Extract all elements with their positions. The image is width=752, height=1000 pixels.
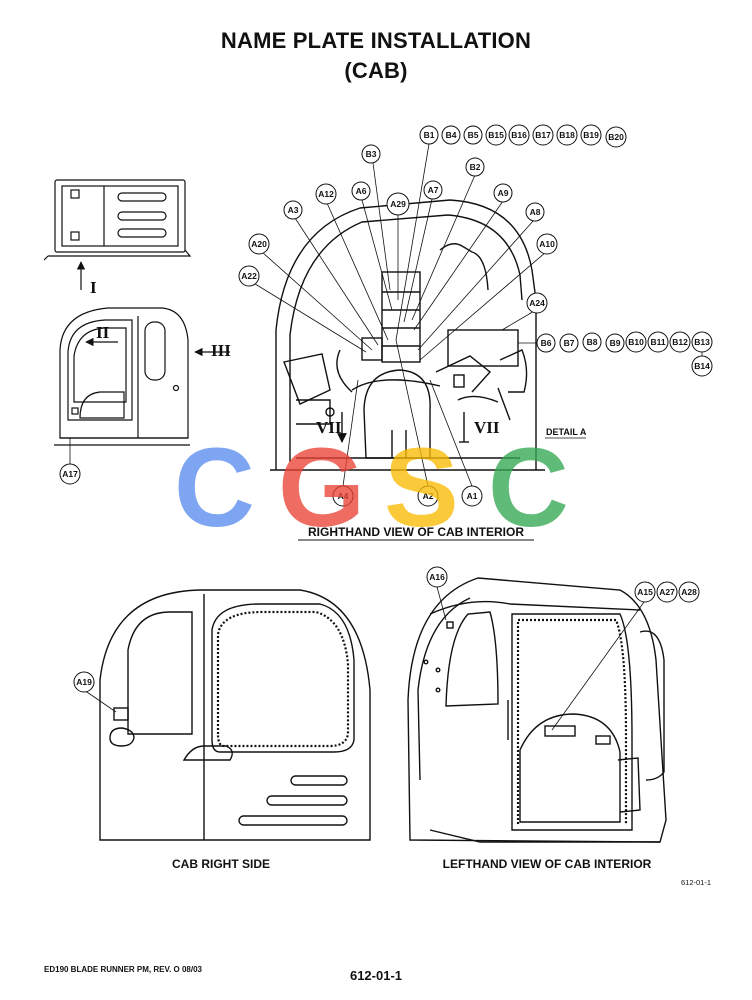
callout-b10: B10 (628, 337, 644, 347)
callout-b2: B2 (470, 162, 481, 172)
page-subtitle: (CAB) (344, 58, 408, 83)
callout-b13: B13 (694, 337, 710, 347)
callout-b20: B20 (608, 132, 624, 142)
callout-a19: A19 (76, 677, 92, 687)
callout-a27: A27 (659, 587, 675, 597)
callouts-top-row: B1 B4 B5 B15 B16 B17 B18 B19 B20 (419, 124, 627, 148)
callout-a6: A6 (356, 186, 367, 196)
callout-b17: B17 (535, 130, 551, 140)
caption-righthand-view: RIGHTHAND VIEW OF CAB INTERIOR (308, 525, 524, 539)
callouts-individual: B3 B2 A29 A7 A6 A12 A3 A9 A8 A10 A20 A22… (59, 144, 558, 507)
callout-a16: A16 (429, 572, 445, 582)
callout-b4: B4 (446, 130, 457, 140)
cab-small-side-view (54, 307, 190, 446)
watermark-letter-g: G (278, 425, 365, 550)
watermark-letter-s: S (384, 425, 459, 550)
callout-a20: A20 (251, 239, 267, 249)
caption-lefthand-view: LEFTHAND VIEW OF CAB INTERIOR (443, 857, 652, 871)
callout-a22: A22 (241, 271, 257, 281)
callout-b12: B12 (672, 337, 688, 347)
callout-a15: A15 (637, 587, 653, 597)
watermark: C G S C (174, 425, 569, 550)
page-title: NAME PLATE INSTALLATION (220, 28, 532, 53)
callout-b7: B7 (564, 338, 575, 348)
callout-a2: A2 (423, 491, 434, 501)
callout-b15: B15 (488, 130, 504, 140)
figure-reference: 612-01-1 (681, 878, 712, 887)
callout-a9: A9 (498, 188, 509, 198)
footer-page-number: 612-01-1 (349, 968, 403, 983)
callout-b16: B16 (511, 130, 527, 140)
callout-b3: B3 (366, 149, 377, 159)
callout-b1: B1 (424, 130, 435, 140)
callout-b8: B8 (587, 337, 598, 347)
callout-a12: A12 (318, 189, 334, 199)
cab-interior-lefthand-view (407, 577, 667, 843)
callout-b18: B18 (559, 130, 575, 140)
arrow-ii-label: II (96, 323, 110, 342)
callout-b9: B9 (610, 338, 621, 348)
callout-b19: B19 (583, 130, 599, 140)
callout-b5: B5 (468, 130, 479, 140)
callout-a24: A24 (529, 298, 545, 308)
footer-manual-name: ED190 BLADE RUNNER PM, REV. O 08/03 (44, 965, 202, 974)
callout-a10: A10 (539, 239, 555, 249)
arrow-iii-label: III (211, 341, 231, 360)
cab-top-view (43, 179, 192, 261)
watermark-letter-c1: C (174, 425, 255, 550)
callout-a7: A7 (428, 185, 439, 195)
callout-b14: B14 (694, 361, 710, 371)
callout-a29: A29 (390, 199, 406, 209)
callout-b11: B11 (650, 337, 665, 347)
caption-cab-right-side: CAB RIGHT SIDE (172, 857, 270, 871)
arrow-vii-left-label: VII (316, 418, 342, 437)
callout-a8: A8 (530, 207, 541, 217)
detail-a-label: DETAIL A (546, 427, 587, 437)
callout-a3: A3 (288, 205, 299, 215)
callout-a1: A1 (467, 491, 478, 501)
callout-a28: A28 (681, 587, 697, 597)
arrow-i-label: I (90, 278, 97, 297)
watermark-letter-c2: C (488, 425, 569, 550)
cab-right-side-view (99, 589, 371, 841)
callout-b6: B6 (541, 338, 552, 348)
callouts-right-row: B6 B7 B8 B9 B10 B11 B12 B13 B14 (536, 331, 713, 377)
arrow-vii-right-label: VII (474, 418, 500, 437)
callout-a4: A4 (338, 491, 349, 501)
callout-a17: A17 (62, 469, 78, 479)
callout-leaders (69, 143, 547, 487)
